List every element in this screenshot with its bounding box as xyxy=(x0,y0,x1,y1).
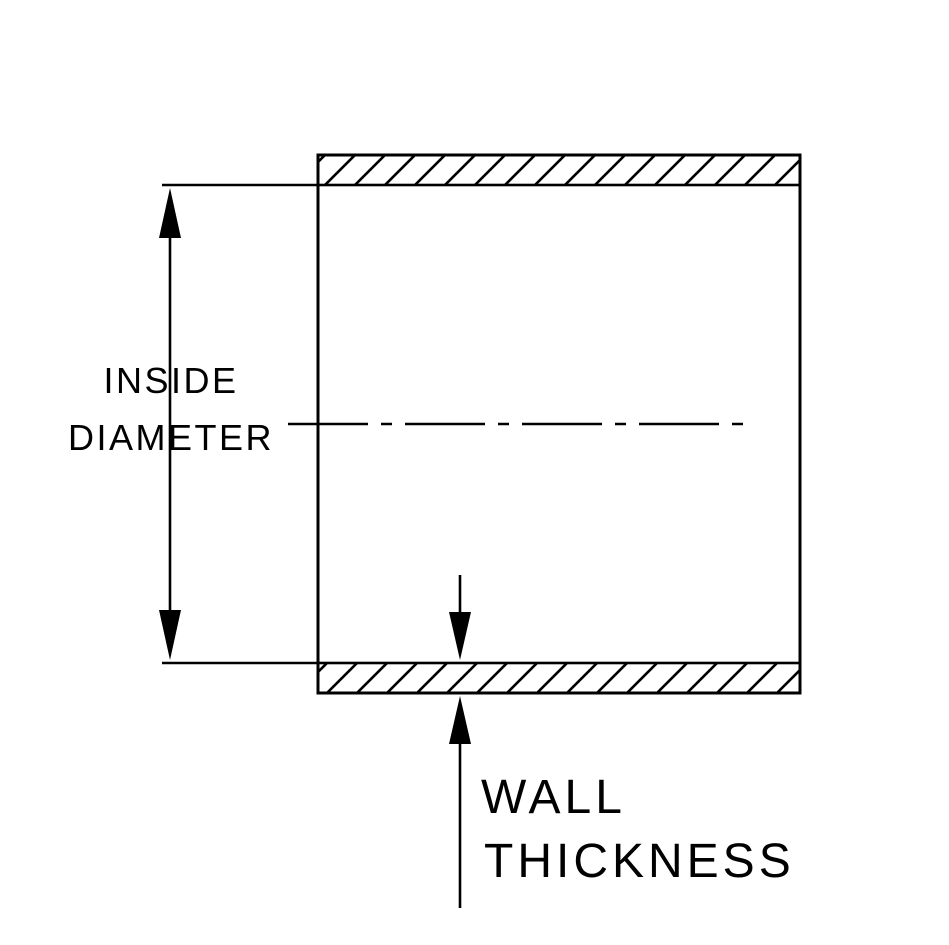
wall-thickness-label-line1: WALL xyxy=(481,771,626,824)
bottom-wall-hatched-section xyxy=(316,661,802,695)
inside-diameter-arrow-down xyxy=(159,610,181,660)
inside-diameter-label-line2: DIAMETER xyxy=(68,417,274,458)
wall-thickness-arrow-down xyxy=(449,612,471,660)
inside-diameter-arrow-up xyxy=(159,188,181,238)
inside-diameter-label-line1: INSIDE xyxy=(103,360,238,401)
wall-thickness-arrow-up xyxy=(449,696,471,744)
top-wall-hatched-section xyxy=(316,153,802,187)
wall-thickness-label-line2: THICKNESS xyxy=(484,835,795,888)
